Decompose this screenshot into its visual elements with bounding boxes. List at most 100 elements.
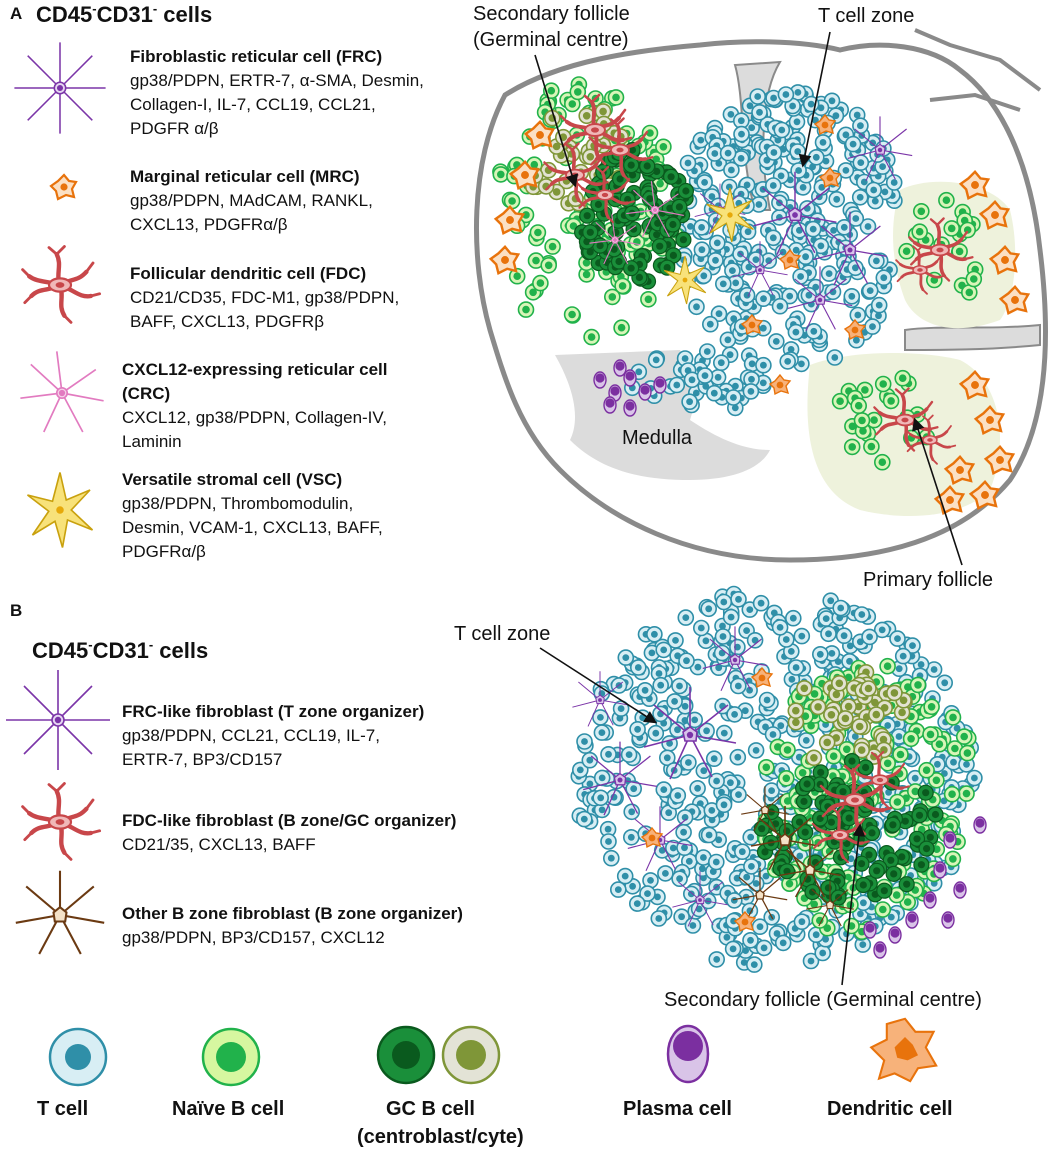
t-cell — [609, 881, 627, 898]
t-cell — [693, 219, 710, 236]
t-cell — [804, 220, 822, 238]
label-primary-follicle: Primary follicle — [863, 569, 993, 591]
legend-line: gp38/PDPN, ERTR-7, α-SMA, Desmin, — [130, 71, 424, 90]
t-cell — [789, 143, 807, 160]
t-cell — [575, 810, 593, 828]
naive-b-cell — [532, 274, 549, 292]
t-cell — [722, 608, 740, 626]
t-cell — [715, 796, 733, 814]
t-cell — [847, 259, 864, 277]
naive-b-cell — [569, 83, 587, 101]
t-cell — [698, 343, 716, 360]
t-cell — [689, 779, 706, 797]
legend-title-2: (CRC) — [122, 384, 170, 403]
tertiary-lymphoid-structure — [570, 585, 987, 973]
naive-b-cell — [965, 270, 983, 288]
naive-b-cell — [757, 758, 775, 776]
plasma-cell — [613, 359, 627, 377]
gc-b-cell — [863, 824, 881, 842]
t-cell — [755, 939, 773, 957]
cell-key-label-gc-b: GC B cell — [386, 1098, 475, 1120]
t-cell — [700, 826, 718, 844]
t-cell — [870, 296, 888, 314]
naive-b-cell — [959, 221, 977, 239]
gc-b-cell — [860, 680, 877, 697]
t-cell — [600, 745, 617, 763]
legend-title: FDC-like fibroblast (B zone/GC organizer… — [122, 811, 456, 830]
legend-other-b: Other B zone fibroblast (B zone organize… — [122, 904, 463, 947]
t-cell — [853, 606, 871, 623]
t-cell — [851, 189, 869, 206]
naive-b-cell — [959, 744, 976, 762]
naive-b-cell — [863, 438, 880, 455]
t-cell — [742, 383, 760, 400]
cell-key-label-plasma: Plasma cell — [623, 1098, 732, 1120]
t-cell — [814, 944, 832, 962]
t-cell — [824, 283, 842, 301]
panel-b-heading: CD45-CD31- cells — [32, 637, 208, 663]
t-cell — [752, 594, 770, 612]
naive-b-cell — [943, 785, 961, 803]
t-cell — [581, 751, 599, 769]
legend-line: Desmin, VCAM-1, CXCL13, BAFF, — [122, 518, 383, 537]
t-cell — [771, 297, 789, 315]
t-cell — [826, 349, 844, 366]
fdc-like-icon — [23, 784, 100, 860]
legend-line: Collagen-I, IL-7, CCL19, CCL21, — [130, 95, 376, 114]
gc-b-cell — [885, 865, 902, 883]
t-cell — [693, 241, 711, 259]
t-cell — [774, 934, 792, 952]
t-cell — [726, 706, 743, 723]
gc-b-cell — [913, 856, 930, 873]
t-cell — [852, 117, 869, 134]
naive-b-cell — [613, 319, 630, 337]
legend-line: PDGFR α/β — [130, 119, 219, 138]
t-cell — [705, 750, 723, 768]
t-cell — [650, 910, 668, 927]
t-cell — [797, 248, 814, 266]
naive-b-cell — [955, 728, 973, 745]
cell-key-label-dendritic: Dendritic cell — [827, 1098, 953, 1120]
label-germinal-centre: (Germinal centre) — [473, 29, 629, 51]
naive-b-cell — [909, 676, 927, 694]
naive-b-cell — [889, 793, 906, 811]
t-cell — [777, 86, 795, 103]
naive-b-cell — [655, 138, 672, 156]
plasma-cell — [943, 831, 957, 849]
naive-b-cell — [894, 369, 912, 387]
gc-b-cell — [622, 260, 640, 277]
t-cell — [671, 677, 688, 695]
naive-b-cell — [938, 191, 955, 209]
plasma-cell — [923, 891, 937, 909]
naive-b-cell — [607, 89, 625, 106]
vsc-icon — [26, 471, 94, 549]
t-cell — [622, 828, 640, 846]
gc-b-cell — [837, 710, 854, 727]
naive-b-cell — [583, 328, 600, 346]
t-cell — [715, 593, 733, 611]
t-cell — [779, 353, 797, 370]
gc-b-cell — [867, 706, 885, 723]
t-cell — [681, 393, 698, 411]
legend-line: CXCL12, gp38/PDPN, Collagen-IV, — [122, 408, 387, 427]
t-cell — [679, 154, 697, 172]
naive-b-cell — [912, 203, 930, 220]
legend-line: gp38/PDPN, CCL21, CCL19, IL-7, — [122, 726, 380, 745]
naive-b-cell — [923, 698, 940, 716]
lymph-node-diagram — [473, 28, 1049, 563]
naive-b-cell — [850, 397, 868, 415]
gc-b-cell — [898, 876, 915, 893]
naive-b-cell — [902, 730, 920, 748]
naive-b-cell — [918, 761, 935, 779]
naive-b-cell — [563, 306, 581, 323]
t-cell — [733, 843, 751, 861]
legend-line: BAFF, CXCL13, PDGFRβ — [130, 312, 324, 331]
t-cell — [861, 282, 879, 299]
t-cell — [820, 265, 838, 282]
t-cell — [652, 676, 670, 694]
naive-b-cell — [874, 375, 892, 393]
t-cell — [790, 162, 807, 179]
plasma-cell — [905, 911, 919, 929]
label-secondary-follicle: Secondary follicle — [473, 3, 630, 25]
naive-b-cell — [843, 917, 860, 935]
